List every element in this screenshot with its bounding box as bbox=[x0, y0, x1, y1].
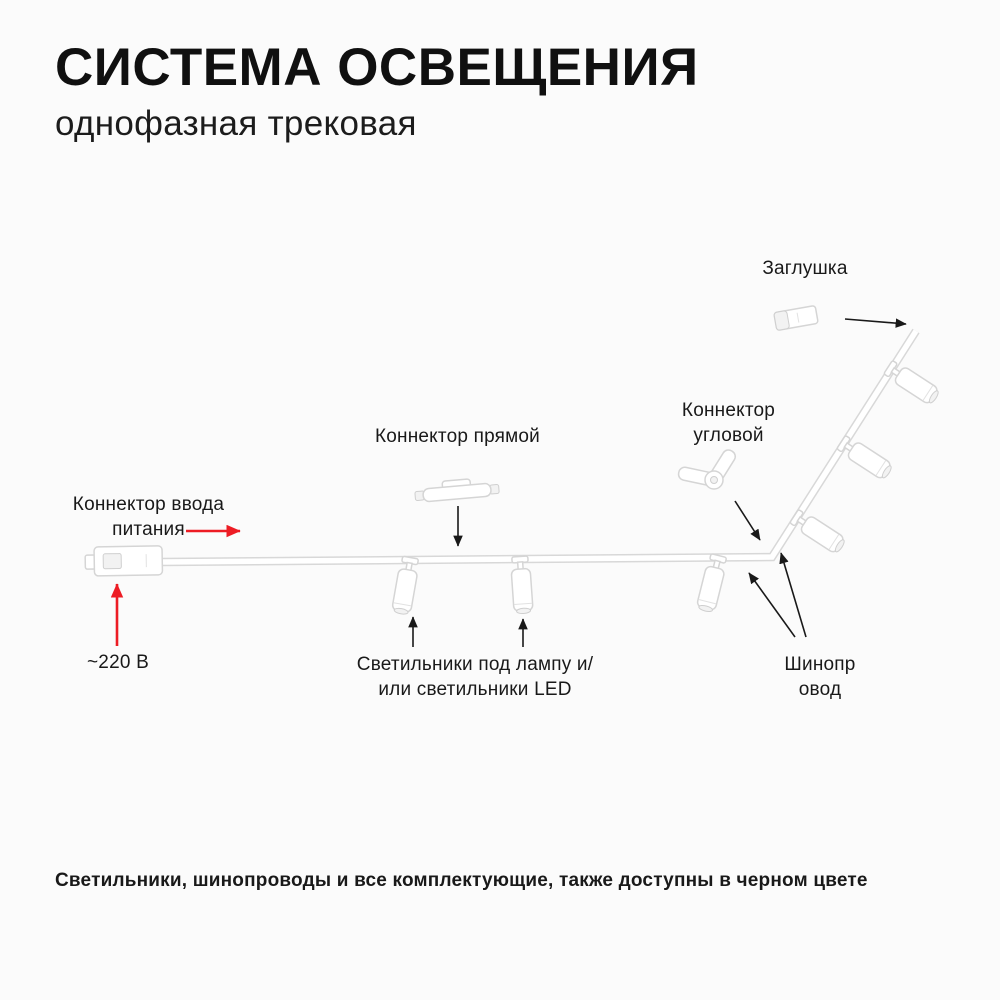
footer-note: Светильники, шинопроводы и все комплекту… bbox=[55, 870, 868, 891]
header: СИСТЕМА ОСВЕЩЕНИЯ однофазная трековая bbox=[55, 40, 699, 144]
spotlight-icon bbox=[509, 555, 534, 615]
label-corner-connector: Коннектор угловой bbox=[681, 400, 776, 447]
spotlight-icon bbox=[882, 358, 942, 407]
spotlight-icon bbox=[788, 507, 848, 556]
corner-connector-icon bbox=[677, 449, 737, 490]
straight-connector-icon bbox=[414, 478, 500, 503]
spotlight-icon bbox=[695, 552, 729, 615]
power-input-connector-icon bbox=[84, 545, 164, 577]
label-voltage: ~220 В bbox=[87, 652, 149, 673]
page-subtitle: однофазная трековая bbox=[55, 103, 417, 143]
busbar-track bbox=[161, 328, 920, 567]
spotlight-icon bbox=[390, 555, 421, 617]
label-busbar: Шинопровод bbox=[784, 654, 856, 701]
busbar-arrow-left bbox=[748, 572, 796, 638]
end-cap-arrow bbox=[844, 318, 907, 328]
corner-connector-arrow bbox=[734, 500, 761, 541]
label-power-input-connector: Коннектор ввода питания bbox=[72, 494, 225, 541]
spotlight-icon bbox=[835, 433, 895, 482]
page-title: СИСТЕМА ОСВЕЩЕНИЯ bbox=[55, 38, 699, 97]
end-cap-icon bbox=[773, 305, 819, 331]
label-end-cap: Заглушка bbox=[762, 258, 848, 279]
label-straight-connector: Коннектор прямой bbox=[375, 426, 540, 447]
label-fixtures: Светильники под лампу и/или светильники … bbox=[356, 654, 594, 701]
busbar-arrow-right bbox=[779, 552, 807, 638]
